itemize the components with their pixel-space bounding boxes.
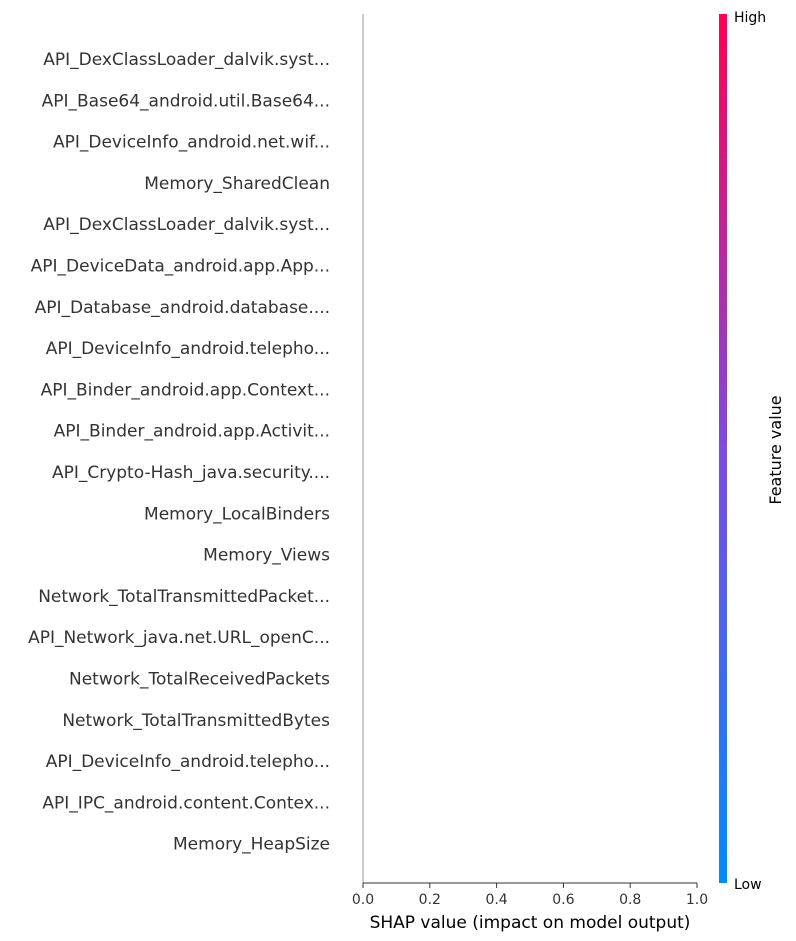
x-tick-label: 1.0 xyxy=(686,892,708,908)
x-axis-ticks: 0.0 0.2 0.4 0.6 0.8 1.0 xyxy=(352,883,708,908)
feature-label: API_Network_java.net.URL_openC... xyxy=(28,628,330,648)
feature-label: API_Base64_android.util.Base64... xyxy=(42,91,330,111)
feature-label: API_DexClassLoader_dalvik.syst... xyxy=(43,50,330,70)
feature-label: Memory_LocalBinders xyxy=(144,504,330,524)
colorbar-title: Feature value xyxy=(766,395,785,504)
feature-label: API_Binder_android.app.Activit... xyxy=(54,422,330,442)
x-axis-label: SHAP value (impact on model output) xyxy=(370,913,691,933)
colorbar-low-label: Low xyxy=(734,877,762,893)
feature-label: API_Database_android.database.... xyxy=(35,298,330,318)
feature-label: Memory_SharedClean xyxy=(144,174,330,194)
feature-label: Memory_HeapSize xyxy=(173,835,330,855)
feature-label: Network_TotalTransmittedBytes xyxy=(62,711,330,731)
feature-label: Network_TotalTransmittedPacket... xyxy=(38,587,330,607)
feature-label: API_DeviceInfo_android.telepho... xyxy=(46,752,330,772)
feature-label: API_DexClassLoader_dalvik.syst... xyxy=(43,215,330,235)
x-tick-label: 0.0 xyxy=(352,892,374,908)
x-tick-label: 0.2 xyxy=(419,892,441,908)
feature-label: API_DeviceInfo_android.telepho... xyxy=(46,339,330,359)
x-tick-label: 0.6 xyxy=(552,892,574,908)
feature-label: API_Crypto-Hash_java.security.... xyxy=(52,463,330,483)
x-tick-label: 0.8 xyxy=(619,892,641,908)
colorbar-high-label: High xyxy=(734,10,766,26)
x-tick-label: 0.4 xyxy=(485,892,507,908)
colorbar xyxy=(719,14,727,883)
feature-label: API_Binder_android.app.Context... xyxy=(41,380,330,400)
feature-labels: API_DexClassLoader_dalvik.syst... API_Bas… xyxy=(28,50,330,855)
feature-label: Memory_Views xyxy=(203,546,330,566)
feature-label: API_DeviceInfo_android.net.wif... xyxy=(53,133,330,153)
feature-label: API_DeviceData_android.app.App... xyxy=(31,257,330,277)
feature-label: API_IPC_android.content.Contex... xyxy=(42,793,330,813)
feature-label: Network_TotalReceivedPackets xyxy=(69,670,330,690)
